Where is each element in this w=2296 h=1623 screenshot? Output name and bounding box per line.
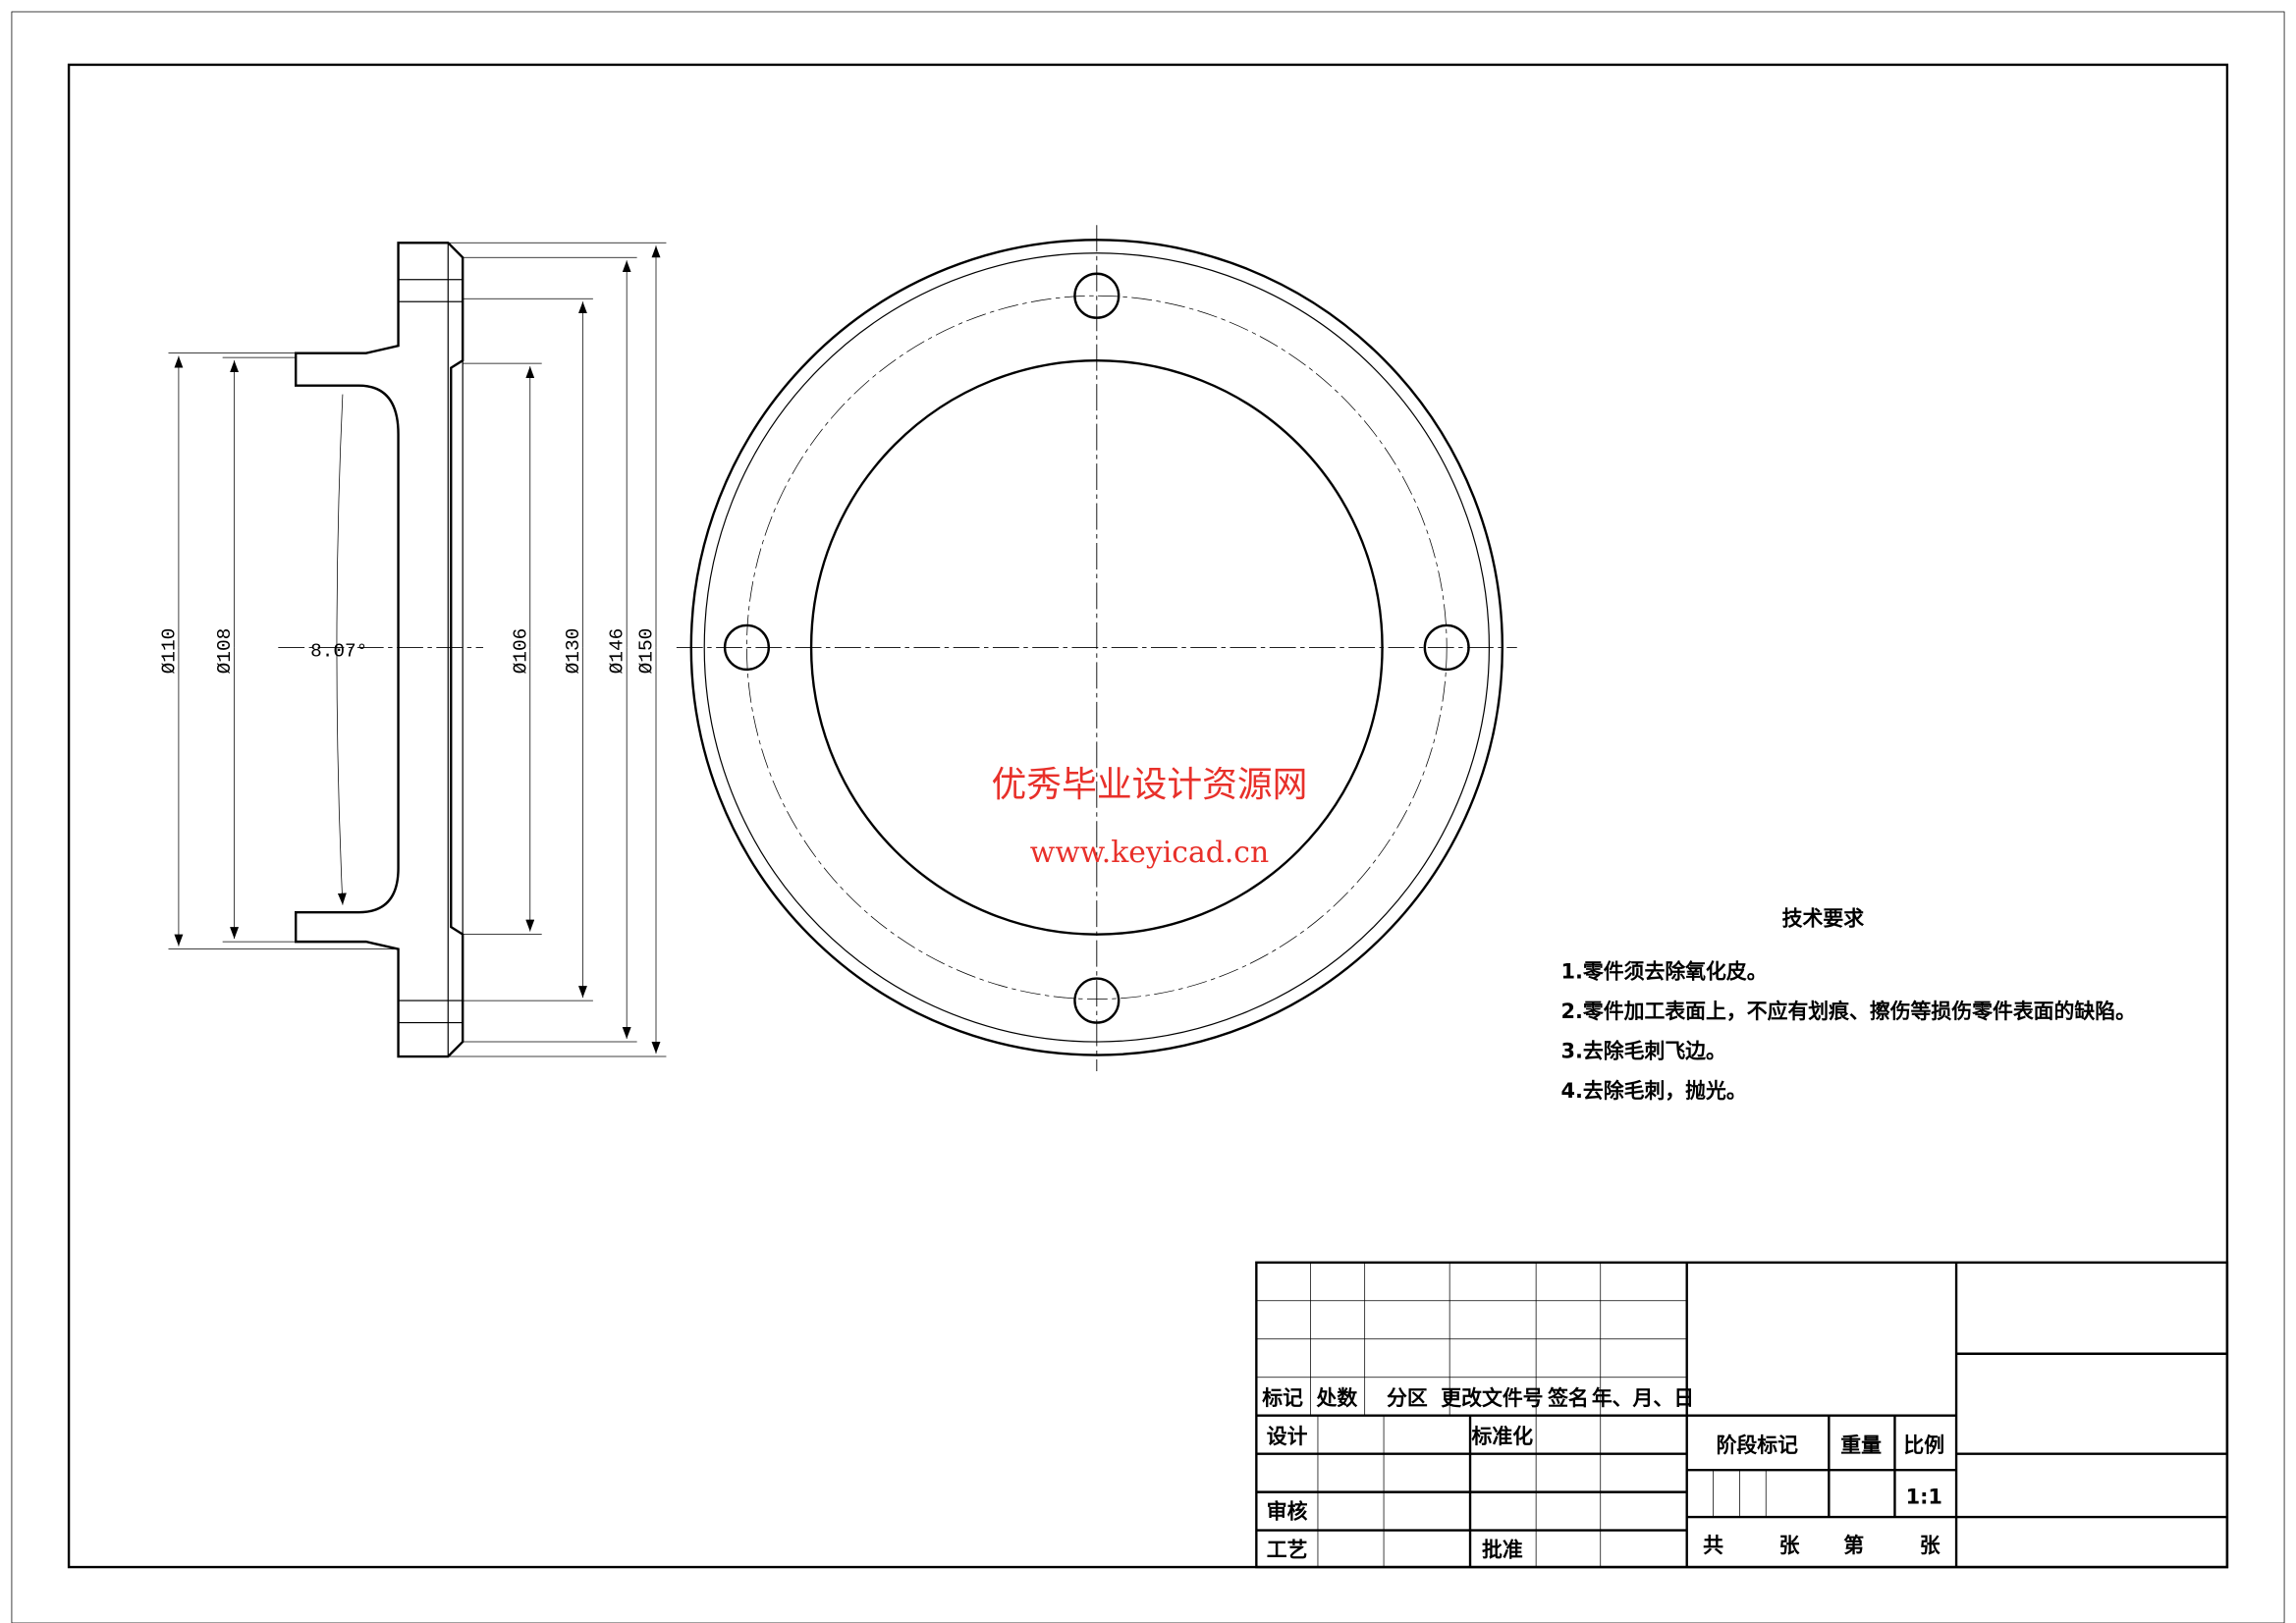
- dim-d108: Ø108: [214, 628, 236, 675]
- header-mark: 标记: [1262, 1386, 1303, 1410]
- watermark-name: 优秀毕业设计资源网: [992, 765, 1308, 805]
- label-sheets: 张: [1920, 1534, 1941, 1557]
- draft-angle-arc: [336, 394, 347, 905]
- front-view: [676, 225, 1517, 1072]
- label-process: 工艺: [1267, 1539, 1308, 1562]
- header-change-doc: 更改文件号: [1441, 1386, 1543, 1410]
- label-total: 共: [1703, 1534, 1723, 1557]
- section-view: 8.07° Ø110 Ø108 Ø106 Ø130 Ø146 Ø150: [158, 242, 667, 1058]
- label-design: 设计: [1267, 1425, 1308, 1448]
- label-sheets: 张: [1779, 1534, 1800, 1557]
- header-signature: 签名: [1547, 1386, 1589, 1410]
- label-sheet-no: 第: [1843, 1534, 1864, 1557]
- label-approve: 批准: [1482, 1539, 1523, 1562]
- bolt-hole-top: [397, 279, 464, 302]
- watermark-url: www.keyicad.cn: [1030, 836, 1269, 870]
- header-count: 处数: [1315, 1386, 1357, 1410]
- outer-border: [11, 11, 2285, 1623]
- label-stage-mark: 阶段标记: [1717, 1434, 1799, 1457]
- inner-frame: [67, 63, 2229, 1569]
- label-scale: 比例: [1903, 1434, 1944, 1457]
- scale-value: 1:1: [1906, 1486, 1942, 1509]
- label-weight: 重量: [1840, 1434, 1882, 1457]
- section-hatched-body: [295, 242, 465, 1058]
- label-review: 审核: [1267, 1500, 1308, 1524]
- tech-requirement-item: 4.去除毛刺，抛光。: [1560, 1079, 1746, 1103]
- label-standardization: 标准化: [1472, 1425, 1534, 1448]
- tech-requirement-item: 1.零件须去除氧化皮。: [1560, 960, 1767, 984]
- dim-d106: Ø106: [510, 628, 531, 675]
- dim-d150: Ø150: [636, 628, 658, 675]
- dim-d146: Ø146: [607, 628, 629, 675]
- header-zone: 分区: [1387, 1386, 1428, 1410]
- tech-requirements-title: 技术要求: [1782, 907, 1865, 931]
- tech-requirement-item: 3.去除毛刺飞边。: [1560, 1039, 1725, 1062]
- tech-requirement-item: 2.零件加工表面上，不应有划痕、擦伤等损伤零件表面的缺陷。: [1560, 1000, 2135, 1023]
- dim-angle: 8.07°: [310, 640, 367, 662]
- dim-d130: Ø130: [563, 628, 584, 675]
- header-date: 年、月、日: [1592, 1386, 1694, 1410]
- bolt-hole-bottom: [397, 1000, 464, 1024]
- dim-d110: Ø110: [158, 628, 180, 675]
- title-block: 标记 处数 分区 更改文件号 签名 年、月、日 设计 标准化 审核 工艺 批准 …: [1255, 1261, 2229, 1569]
